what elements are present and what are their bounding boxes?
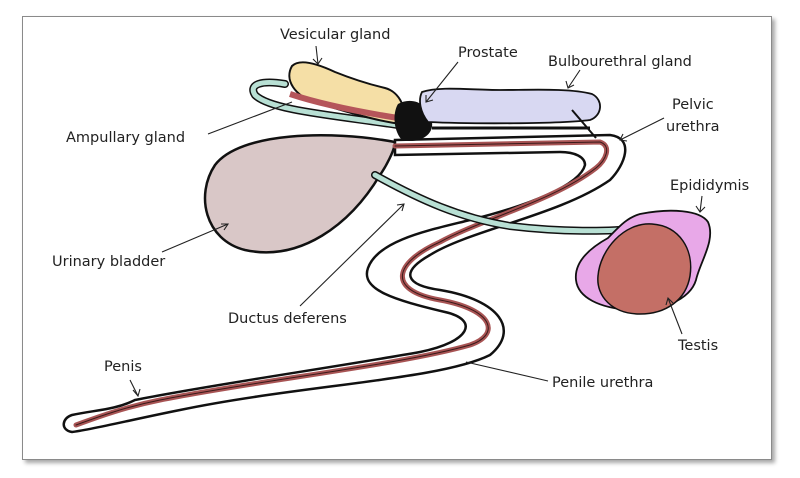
leader-bulbourethral-tip [565, 80, 575, 89]
leader-epididymis [699, 195, 703, 213]
ampullary-gland-shape [289, 91, 399, 121]
label-pelvic-urethra-line1: Pelvic [672, 97, 714, 113]
leader-prostate-tip [425, 95, 434, 103]
leader-vesicular-gland-tip [312, 57, 323, 65]
label-pelvic-urethra-line2: urethra [666, 119, 719, 135]
leader-ampullary-gland [207, 101, 293, 135]
leader-epididymis-tip [695, 205, 706, 213]
leader-vesicular-gland [315, 45, 319, 65]
ductus-deferens-fill [250, 79, 643, 234]
bulbourethral-gland-shape [419, 87, 601, 125]
leader-pelvic-urethra-tip [619, 133, 628, 142]
leader-urinary-bladder [161, 223, 229, 253]
leader-bulbourethral [567, 69, 581, 89]
leader-penile-urethra [465, 361, 549, 382]
leader-penis [129, 379, 139, 397]
label-prostate: Prostate [458, 45, 518, 61]
leader-urinary-bladder-tip [221, 223, 230, 231]
leader-pelvic-urethra [619, 117, 665, 141]
penis-body [62, 133, 627, 434]
label-testis: Testis [677, 338, 718, 354]
leader-testis [667, 297, 683, 335]
testis-shape [597, 223, 692, 315]
leader-ductus-deferens [299, 203, 405, 307]
leader-testis-tip [665, 296, 674, 306]
tract-outline [203, 134, 397, 254]
label-epididymis: Epididymis [670, 178, 749, 194]
leader-ductus-deferens-tip [396, 203, 405, 212]
label-ampullary-gland: Ampullary gland [66, 130, 185, 146]
urethra-line-outline [75, 141, 608, 426]
leader-penis-tip [132, 388, 141, 398]
label-ductus-deferens: Ductus deferens [228, 311, 347, 327]
label-vesicular-gland: Vesicular gland [280, 27, 390, 43]
label-penile-urethra: Penile urethra [552, 375, 653, 391]
leader-lines [129, 45, 706, 398]
leader-prostate [425, 61, 459, 103]
label-penis: Penis [104, 359, 142, 375]
label-bulbourethral-gland: Bulbourethral gland [548, 54, 692, 70]
bulbourethral-duct [571, 109, 597, 139]
label-urinary-bladder: Urinary bladder [52, 254, 165, 270]
